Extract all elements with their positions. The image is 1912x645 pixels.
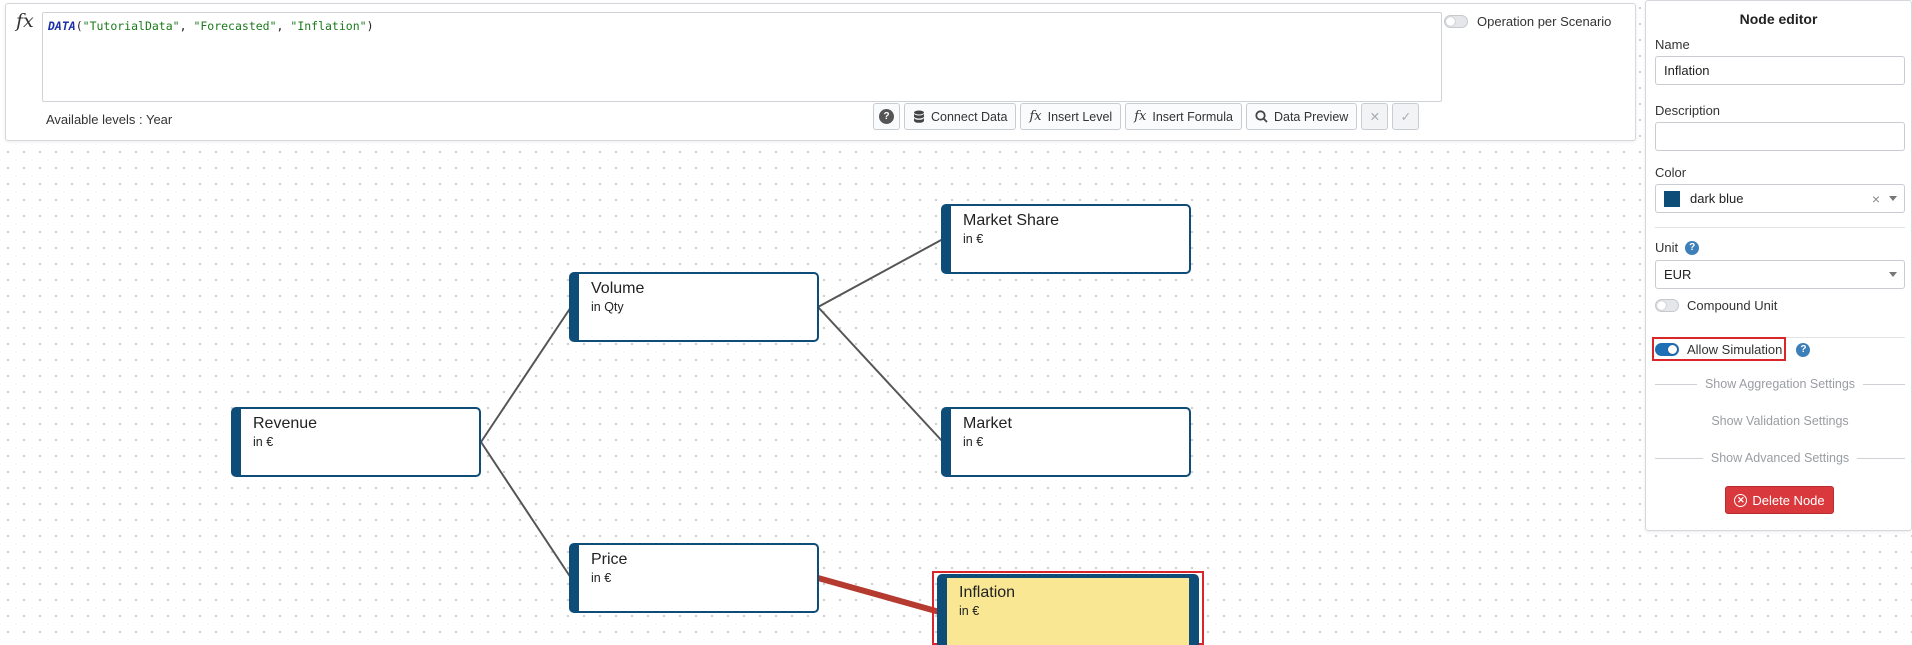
confirm-button[interactable]: ✓ [1392, 103, 1420, 130]
node-volume[interactable]: Volume in Qty [569, 272, 819, 342]
delete-node-label: Delete Node [1752, 492, 1825, 508]
unit-label-row: Unit ? [1655, 240, 1700, 255]
show-aggregation-settings[interactable]: Show Aggregation Settings [1655, 377, 1906, 391]
allow-simulation-highlight [1652, 337, 1786, 361]
chevron-down-icon[interactable] [1889, 272, 1897, 277]
chevron-down-icon[interactable] [1889, 196, 1897, 201]
insert-level-label: Insert Level [1047, 109, 1113, 124]
color-label: Color [1655, 165, 1687, 180]
formula-function: DATA [48, 19, 76, 33]
node-title: Revenue [253, 415, 318, 432]
unit-label: Unit [1655, 240, 1679, 255]
formula-separator: , [276, 19, 291, 33]
color-select[interactable]: dark blue × [1655, 184, 1905, 213]
toggle-switch[interactable] [1655, 343, 1679, 356]
formula-toolbar: ? Connect Data fx Insert Level fx Insert… [873, 103, 1420, 130]
formula-arg: "Inflation" [290, 19, 367, 33]
description-label: Description [1655, 103, 1721, 118]
divider [1863, 383, 1906, 385]
color-swatch [1664, 190, 1680, 207]
node-unit: in Qty [591, 300, 624, 314]
node-title: Volume [591, 280, 645, 297]
operation-per-scenario-label: Operation per Scenario [1477, 14, 1612, 29]
node-unit: in € [253, 435, 274, 449]
help-button[interactable]: ? [873, 103, 900, 130]
clear-icon[interactable]: × [1871, 190, 1880, 207]
name-input[interactable]: Inflation [1655, 56, 1905, 85]
node-unit: in € [963, 232, 984, 246]
advanced-settings-label: Show Advanced Settings [1710, 451, 1850, 465]
insert-level-button[interactable]: fx Insert Level [1020, 103, 1122, 130]
formula-arg: "TutorialData" [82, 19, 180, 33]
edge-volume-market-share [817, 238, 944, 308]
close-icon: ✕ [1369, 110, 1381, 124]
node-title: Market [963, 415, 1012, 432]
aggregation-settings-label: Show Aggregation Settings [1704, 377, 1856, 391]
formula-arg: "Forecasted" [193, 19, 277, 33]
node-unit: in € [959, 604, 980, 618]
node-price[interactable]: Price in € [569, 543, 819, 613]
close-circle-icon: ✕ [1734, 493, 1748, 507]
node-editor-panel: Node editor Name Inflation Description C… [1645, 0, 1912, 531]
help-icon[interactable]: ? [1685, 240, 1700, 255]
formula-separator: , [179, 19, 194, 33]
formula-panel: fx DATA("TutorialData", "Forecasted", "I… [5, 3, 1636, 141]
edge-volume-market [817, 306, 944, 443]
node-unit: in € [591, 571, 612, 585]
data-preview-button[interactable]: Data Preview [1245, 103, 1358, 130]
help-icon[interactable]: ? [1796, 342, 1811, 357]
node-editor-title: Node editor [1739, 11, 1818, 27]
fx-icon: fx [1029, 109, 1042, 124]
data-preview-label: Data Preview [1273, 109, 1349, 124]
node-title: Market Share [963, 212, 1060, 229]
formula-open-paren: ( [75, 19, 83, 33]
fx-icon: fx [16, 10, 34, 32]
edge-revenue-volume [480, 306, 572, 443]
search-icon [1255, 110, 1268, 123]
operation-per-scenario-toggle[interactable]: Operation per Scenario [1444, 14, 1611, 29]
validation-settings-label: Show Validation Settings [1711, 414, 1849, 428]
allow-simulation-toggle[interactable]: Allow Simulation ? [1655, 342, 1811, 357]
cancel-button[interactable]: ✕ [1361, 103, 1389, 130]
description-input[interactable] [1655, 122, 1905, 151]
delete-node-button[interactable]: ✕ Delete Node [1725, 486, 1834, 514]
insert-formula-button[interactable]: fx Insert Formula [1125, 103, 1242, 130]
node-unit: in € [963, 435, 984, 449]
node-title: Price [591, 551, 628, 568]
node-market-share[interactable]: Market Share in € [941, 204, 1191, 274]
show-advanced-settings[interactable]: Show Advanced Settings [1655, 451, 1906, 465]
node-revenue[interactable]: Revenue in € [231, 407, 481, 477]
compound-unit-toggle[interactable]: Compound Unit [1655, 298, 1777, 313]
allow-simulation-label: Allow Simulation [1687, 342, 1783, 357]
node-market[interactable]: Market in € [941, 407, 1191, 477]
check-icon: ✓ [1400, 110, 1412, 124]
divider [1655, 227, 1905, 228]
edge-price-inflation-active [817, 575, 944, 616]
connect-data-button[interactable]: Connect Data [904, 103, 1017, 130]
divider [1655, 457, 1703, 459]
fx-icon: fx [1134, 109, 1147, 124]
unit-select[interactable]: EUR [1655, 260, 1905, 289]
formula-editor[interactable]: DATA("TutorialData", "Forecasted", "Infl… [42, 12, 1442, 102]
show-validation-settings[interactable]: Show Validation Settings [1655, 414, 1905, 428]
color-select-value: dark blue [1690, 191, 1744, 206]
available-levels-label: Available levels : Year [46, 112, 173, 127]
name-input-value: Inflation [1664, 63, 1710, 78]
connect-data-label: Connect Data [931, 109, 1008, 124]
node-title: Inflation [959, 584, 1016, 601]
question-icon: ? [879, 109, 894, 124]
unit-select-value: EUR [1664, 267, 1692, 282]
name-label: Name [1655, 37, 1690, 52]
database-icon [914, 110, 924, 123]
insert-formula-label: Insert Formula [1152, 109, 1233, 124]
toggle-switch[interactable] [1655, 299, 1679, 312]
divider [1857, 457, 1906, 459]
toggle-switch[interactable] [1444, 15, 1468, 28]
divider [1655, 383, 1697, 385]
node-inflation[interactable]: Inflation in € [937, 574, 1199, 645]
edge-revenue-price [480, 441, 572, 579]
compound-unit-label: Compound Unit [1687, 298, 1778, 313]
formula-close-paren: ) [366, 19, 374, 33]
